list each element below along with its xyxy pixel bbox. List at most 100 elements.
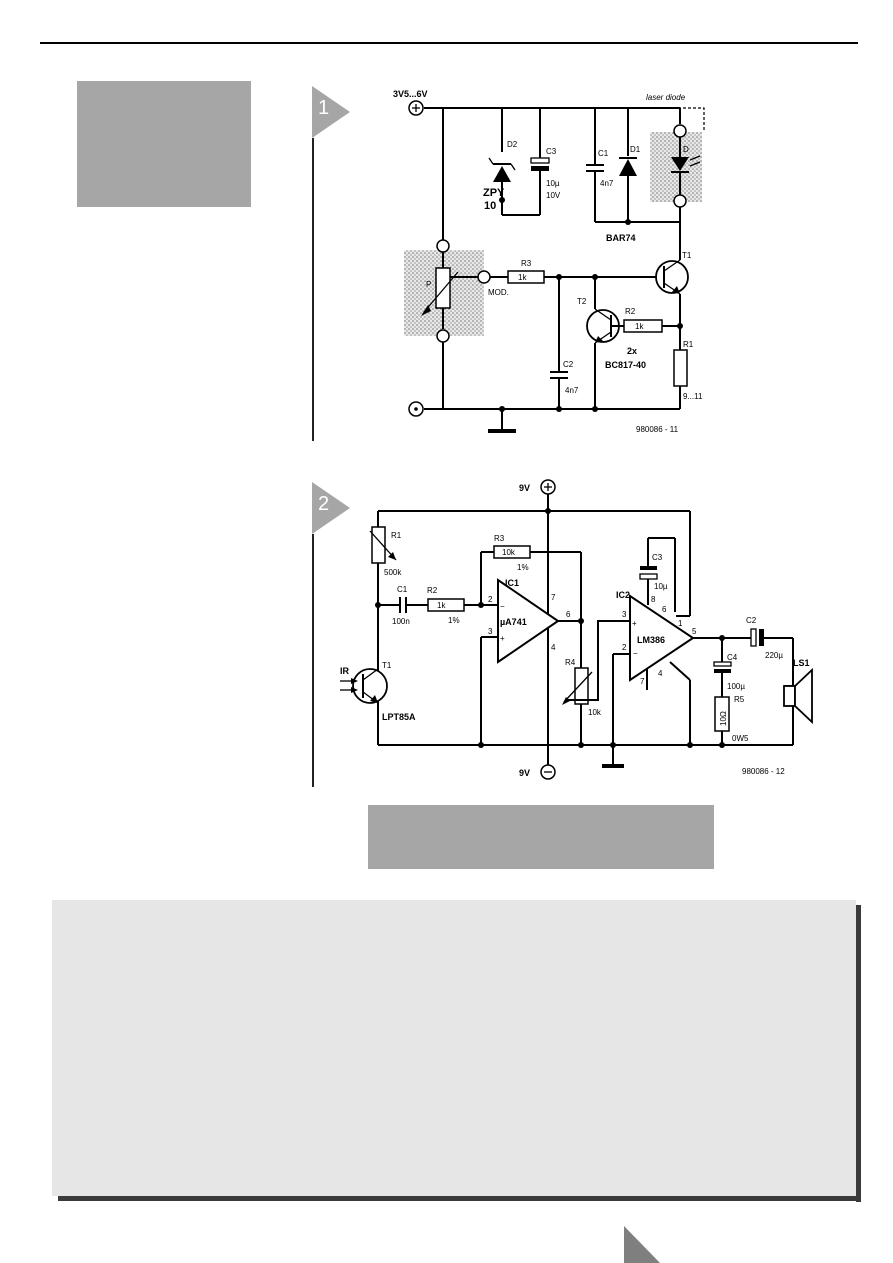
figure-1-marker: 1 [312, 86, 352, 146]
node-d1 [625, 219, 631, 225]
c4-value-fig2: 100µ [727, 682, 745, 691]
capacitor-c1 [586, 108, 604, 222]
c3-value: 10µ [546, 179, 560, 188]
ic1-pin-3: 3 [488, 627, 493, 636]
laser-diode-d-label: D [683, 145, 689, 154]
ic2-pin-4: 4 [658, 669, 663, 678]
capacitor-c1-fig2 [399, 597, 407, 613]
figure-2-tab-shape [312, 482, 350, 534]
r5-value-fig2: 10Ω [719, 711, 728, 726]
r5-power-fig2: 0W5 [732, 734, 749, 743]
d1-type: BAR74 [606, 233, 636, 243]
t1-type-fig2: LPT85A [382, 712, 416, 722]
ic2-minus: − [633, 649, 638, 658]
ic2-pin-7: 7 [640, 677, 645, 686]
ic2-pin-2: 2 [622, 643, 627, 652]
node-t2-ground [592, 406, 598, 412]
amplifier-ic2 [629, 594, 695, 682]
ic1-plus: + [500, 634, 505, 643]
node-g5 [719, 742, 725, 748]
mod-label: MOD. [488, 288, 509, 297]
ic2-pin-8: 8 [651, 595, 656, 604]
transistor-t2 [586, 277, 620, 409]
t1-label: T1 [682, 251, 692, 260]
potentiometer-p [421, 239, 491, 343]
r1-label: R1 [683, 340, 694, 349]
transistor-t1 [655, 252, 689, 340]
ic2-label: IC2 [616, 590, 630, 600]
caption-gray-block [368, 805, 714, 869]
ic2-plus: + [632, 619, 637, 628]
potentiometer-r1 [369, 511, 397, 745]
r4-value-fig2: 10k [588, 708, 602, 717]
c1-value: 4n7 [600, 179, 614, 188]
node-vplus-rail [545, 508, 551, 514]
c2-label: C2 [563, 360, 574, 369]
c2-label-fig2: C2 [746, 616, 757, 625]
ic1-type: µA741 [500, 617, 527, 627]
transistor-type: BC817-40 [605, 360, 646, 370]
ls1-label: LS1 [793, 658, 810, 668]
r1-label-fig2: R1 [391, 531, 402, 540]
ic2-pin-6: 6 [662, 605, 667, 614]
laser-diode [671, 108, 701, 252]
node-g1 [478, 742, 484, 748]
text-panel [52, 900, 856, 1196]
ic2-pin-3: 3 [622, 610, 627, 619]
r3-value-fig2: 10k [502, 548, 516, 557]
capacitor-c3 [530, 108, 550, 215]
ic2-pin-1: 1 [678, 619, 683, 628]
schematic-2: 9V R1 500k C1 100n 1k R2 1% 10k R3 1% [340, 479, 813, 780]
figure-1-number: 1 [318, 97, 330, 119]
r1-value-fig2: 500k [384, 568, 402, 577]
vplus-label: 9V [519, 483, 530, 493]
laser-module-area [650, 132, 702, 202]
c3-voltage: 10V [546, 191, 561, 200]
figure-1-rule [312, 138, 314, 441]
c2-value: 4n7 [565, 386, 579, 395]
t1-label-fig2: T1 [382, 661, 392, 670]
supply-voltage-label: 3V5...6V [393, 89, 428, 99]
resistor-r1 [673, 349, 688, 387]
ic2-type: LM386 [637, 635, 665, 645]
ic1-pin-7: 7 [551, 593, 556, 602]
panel-shadow-bottom [58, 1196, 861, 1201]
r2-value: 1k [635, 322, 644, 331]
schematic-1: 3V5...6V D2 ZPY 10 C3 10µ 10V C1 4n7 [393, 89, 705, 434]
resistor-r2-fig2 [427, 598, 465, 612]
diode-d1 [619, 108, 637, 222]
ic1-pin-6: 6 [566, 610, 571, 619]
ground-terminal [408, 401, 424, 417]
capacitor-c3-fig2 [639, 537, 676, 612]
opamp-ic1 [497, 578, 581, 765]
capacitor-c2-fig2 [750, 628, 794, 686]
ic2-pin-5: 5 [692, 627, 697, 636]
phototransistor-t1 [340, 640, 388, 704]
node-g2 [578, 742, 584, 748]
r2-label-fig2: R2 [427, 586, 438, 595]
fig2-ground-symbol [602, 764, 624, 768]
r3-value: 1k [518, 273, 527, 282]
d2-type-line2: 10 [484, 200, 496, 212]
c3-label: C3 [546, 147, 557, 156]
c2-value-fig2: 220µ [765, 651, 783, 660]
pot-label: P [426, 280, 431, 289]
r3-tolerance-fig2: 1% [517, 563, 529, 572]
ir-label: IR [340, 666, 350, 676]
c1-value-fig2: 100n [392, 617, 410, 626]
r5-label-fig2: R5 [734, 695, 745, 704]
laser-diode-label: laser diode [646, 93, 686, 102]
ic1-pin-2: 2 [488, 595, 493, 604]
figure-2-number: 2 [318, 493, 330, 515]
c1-label-fig2: C1 [397, 585, 408, 594]
r2-tolerance-fig2: 1% [448, 616, 460, 625]
vminus-terminal [540, 764, 556, 780]
capacitor-c4-fig2 [713, 638, 732, 697]
next-page-arrow [624, 1226, 660, 1263]
figure-2-code: 980086 - 12 [742, 767, 785, 776]
r3-label: R3 [521, 259, 532, 268]
r2-label: R2 [625, 307, 636, 316]
potentiometer-r4 [562, 621, 593, 745]
node-c2-ground [556, 406, 562, 412]
d2-label: D2 [507, 140, 518, 149]
